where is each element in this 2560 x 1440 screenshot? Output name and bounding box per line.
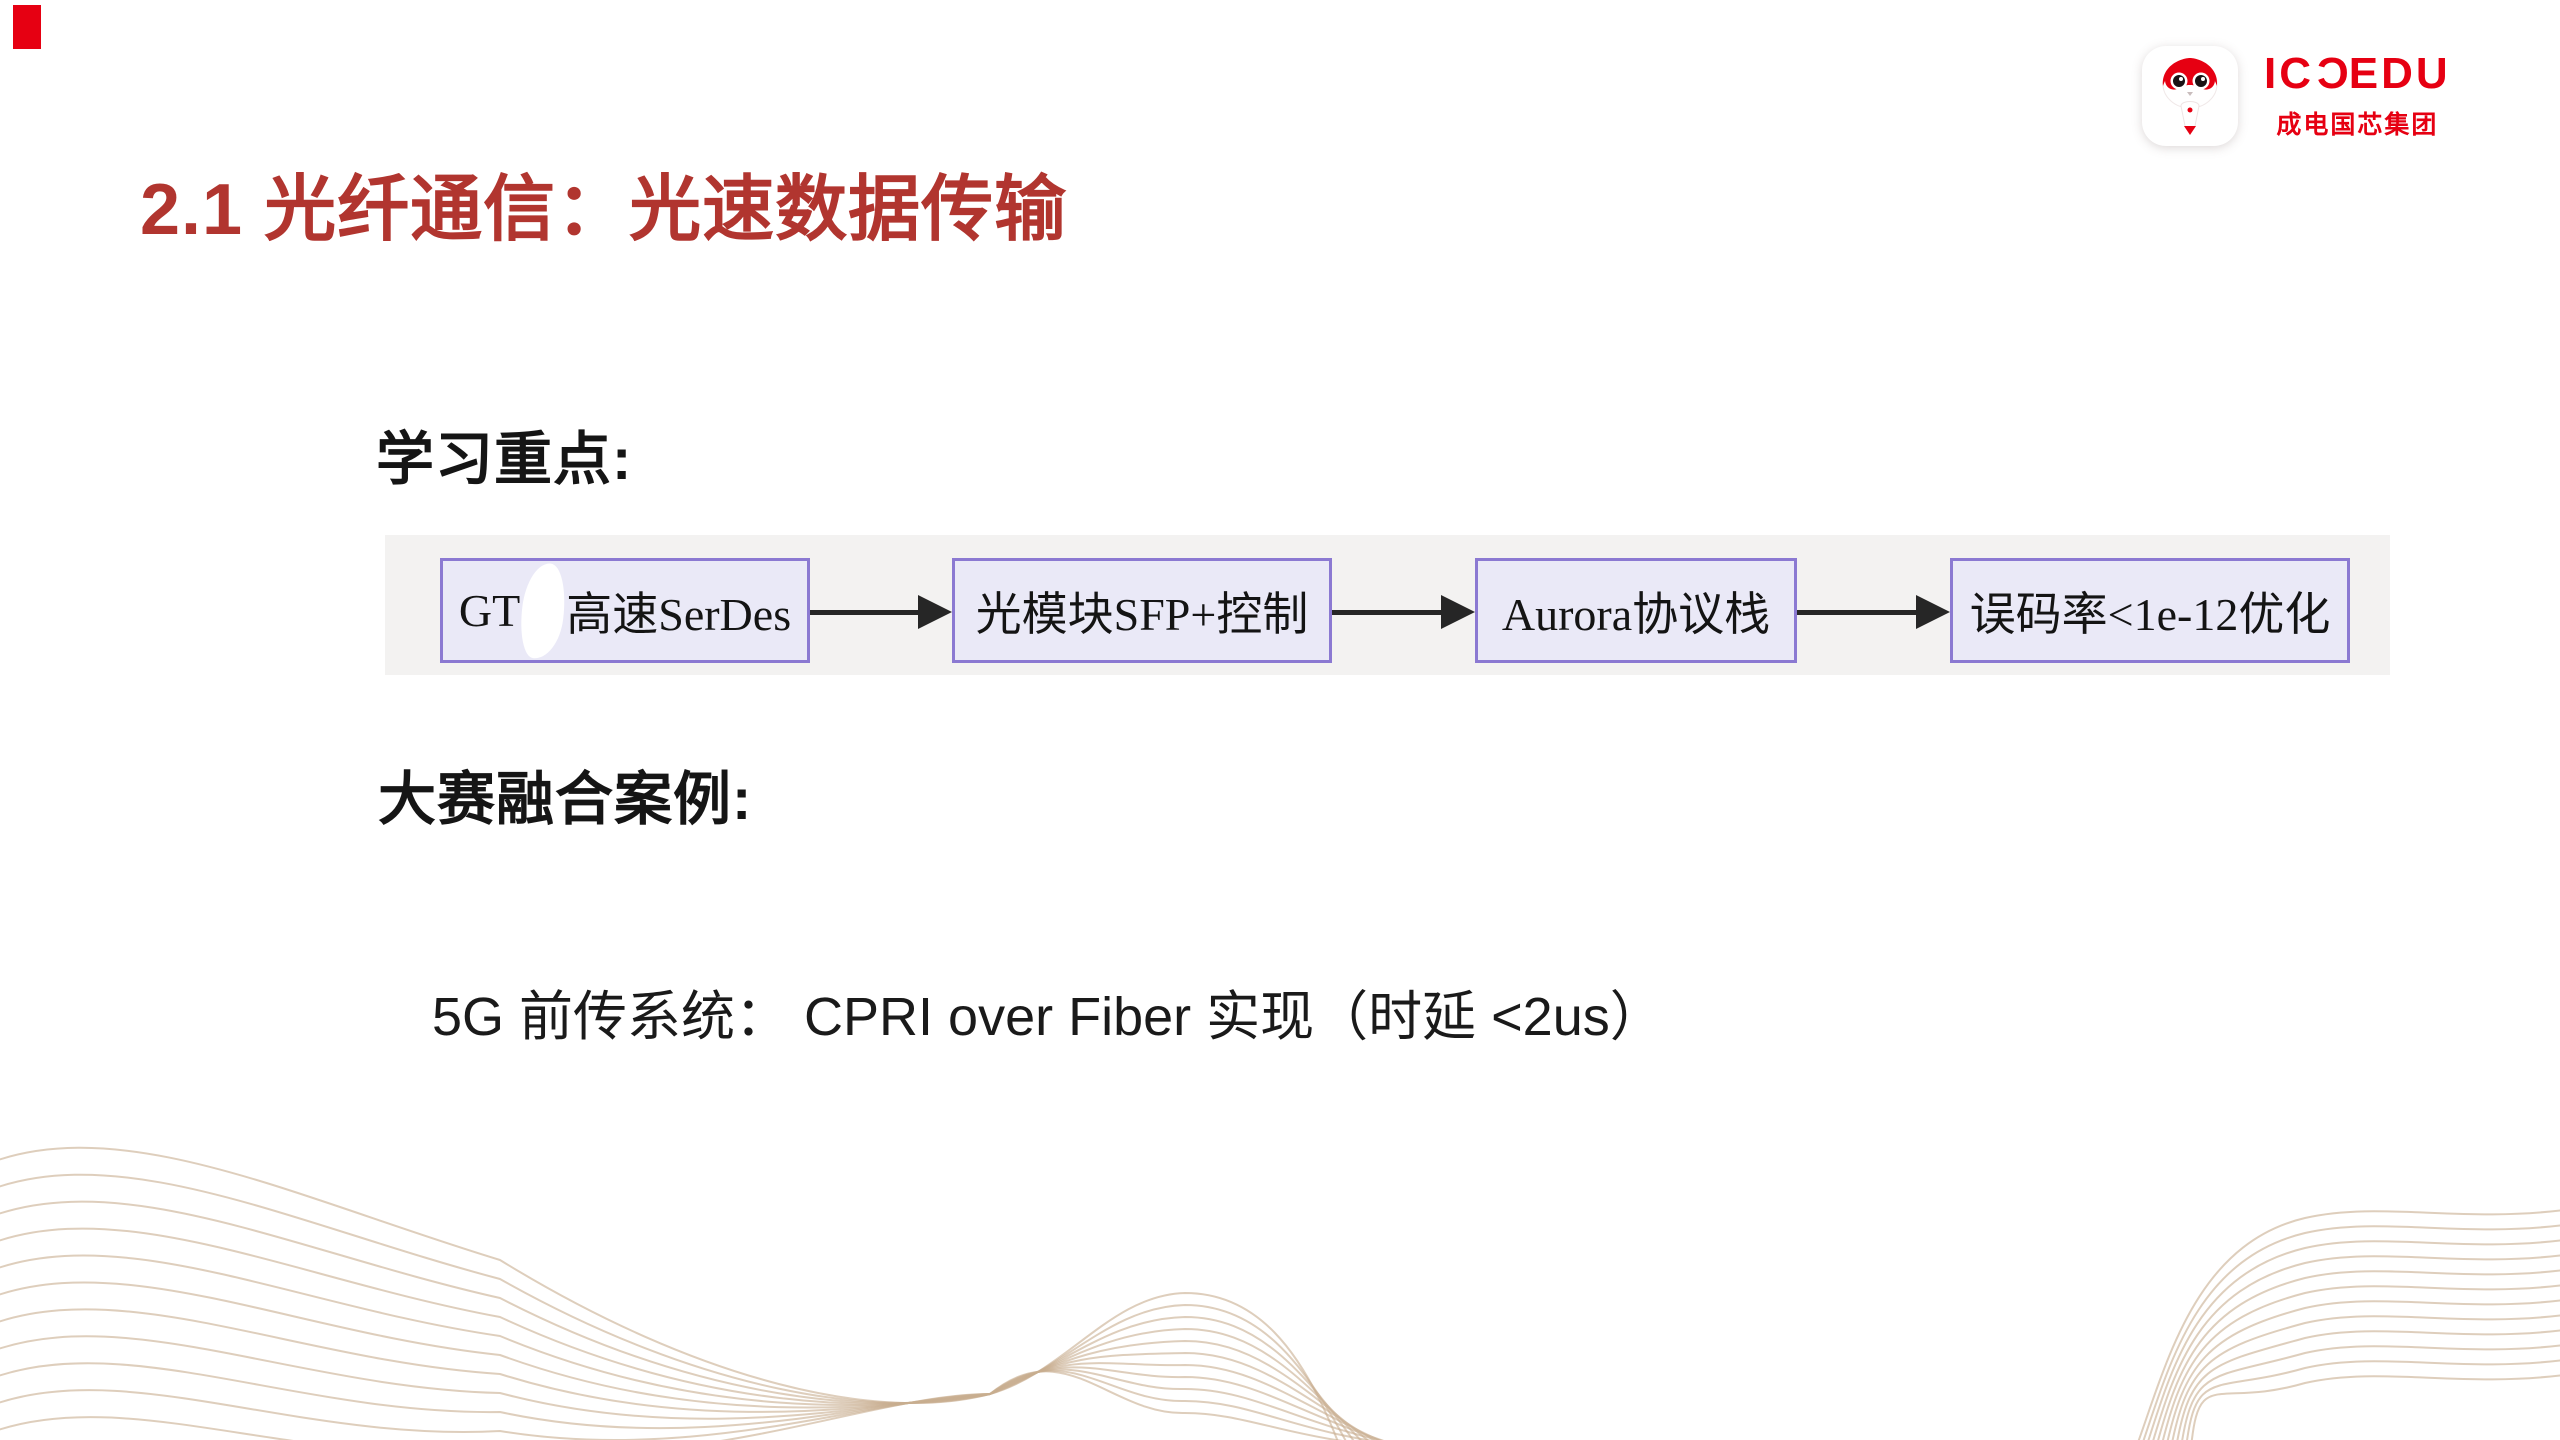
flow-node-1-prefix: GT	[458, 585, 521, 636]
brand-subtitle: 成电国芯集团	[2276, 110, 2439, 139]
flow-arrow-1	[810, 595, 952, 629]
mascot-robot-icon	[2142, 46, 2238, 146]
flow-node-sfp-control: 光模块SFP+控制	[952, 558, 1332, 663]
wave-decoration-left	[0, 1146, 1385, 1440]
flow-node-gt-serdes: GT 高速SerDes	[440, 558, 810, 663]
arrow-head-icon	[1916, 595, 1950, 629]
white-mask-blob	[516, 560, 570, 661]
wave-decoration-right	[2137, 1209, 2560, 1440]
flow-node-ber: 误码率<1e-12优化	[1950, 558, 2350, 663]
contest-case-text: 5G 前传系统： CPRI over Fiber 实现（时延 <2us）	[432, 987, 1664, 1047]
brand-name: ICCEDU	[2264, 48, 2451, 98]
study-focus-heading: 学习重点:	[376, 427, 633, 492]
red-corner-mark	[13, 5, 41, 49]
arrow-line	[810, 609, 918, 615]
arrow-line	[1332, 609, 1441, 615]
arrow-head-icon	[918, 595, 952, 629]
flow-node-1-suffix: 高速SerDes	[566, 588, 792, 640]
flow-arrow-3	[1797, 595, 1950, 629]
brand-logo: ICCEDU 成电国芯集团	[2142, 46, 2451, 146]
page-title: 2.1 光纤通信：光速数据传输	[140, 170, 1068, 250]
arrow-head-icon	[1441, 595, 1475, 629]
contest-case-heading: 大赛融合案例:	[378, 767, 753, 832]
brand-text-block: ICCEDU 成电国芯集团	[2264, 48, 2451, 141]
flow-node-aurora: Aurora协议栈	[1475, 558, 1797, 663]
arrow-line	[1797, 609, 1916, 615]
flow-arrow-2	[1332, 595, 1475, 629]
